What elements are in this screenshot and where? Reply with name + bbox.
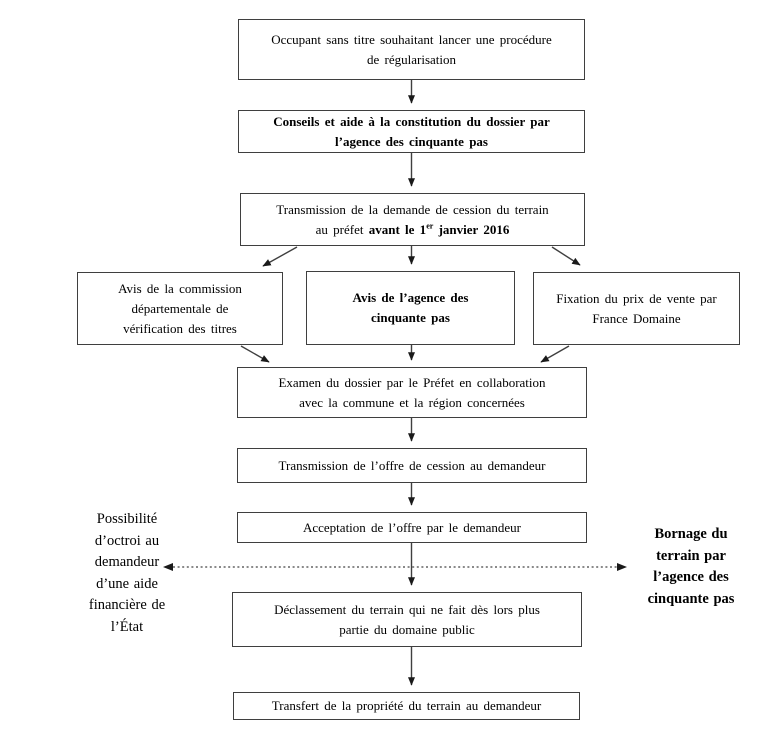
superscript-er: er <box>426 221 434 231</box>
side-note-aide-financiere: Possibilité d’octroi au demandeur d’une … <box>88 511 166 635</box>
box-avis-agence-cinquante-pas: Avis de l’agence des cinquante pas <box>306 271 515 345</box>
arrow-commission-examen <box>240 345 270 363</box>
box-text: Avis de l’agence des cinquante pas <box>352 290 469 325</box>
box-text: Conseils et aide à la constitution du do… <box>273 113 550 149</box>
box-text: Occupant sans titre souhaitant lancer un… <box>271 31 552 67</box>
box-conseils-aide-dossier: Conseils et aide à la constitution du do… <box>238 110 585 153</box>
side-note-bornage-terrain: Bornage du terrain par l’agence des cinq… <box>647 526 735 607</box>
box-transmission-offre-cession: Transmission de l’offre de cession au de… <box>237 448 587 483</box>
box-text: Examen du dossier par le Préfet en colla… <box>278 374 546 410</box>
arrow-transmission-fixation <box>551 246 581 266</box>
box-text: Fixation du prix de vente par France Dom… <box>556 290 717 326</box>
box-transmission-demande-cession: Transmission de la demande de cession du… <box>240 193 585 246</box>
arrow-transmission-commission <box>262 246 298 267</box>
box-occupant-sans-titre: Occupant sans titre souhaitant lancer un… <box>238 19 585 80</box>
box-text: Déclassement du terrain qui ne fait dès … <box>274 601 540 637</box>
box-text: Acceptation de l’offre par le demandeur <box>302 519 522 535</box>
box-examen-dossier-prefet: Examen du dossier par le Préfet en colla… <box>237 367 587 418</box>
box-acceptation-offre: Acceptation de l’offre par le demandeur <box>237 512 587 543</box>
box-text: Transmission de l’offre de cession au de… <box>278 457 546 473</box>
box-fixation-prix-france-domaine: Fixation du prix de vente par France Dom… <box>533 272 740 345</box>
box-avis-commission-departementale: Avis de la commission départementale de … <box>77 272 283 345</box>
dashed-double-arrow <box>163 563 627 571</box>
box-text: Transmission de la demande de cession du… <box>276 201 549 237</box>
box-transfert-propriete: Transfert de la propriété du terrain au … <box>233 692 580 720</box>
arrow-fixation-examen <box>540 345 570 363</box>
box-text: Transfert de la propriété du terrain au … <box>271 698 542 713</box>
box-text: Avis de la commission départementale de … <box>118 280 242 336</box>
box-declassement-terrain: Déclassement du terrain qui ne fait dès … <box>232 592 582 647</box>
